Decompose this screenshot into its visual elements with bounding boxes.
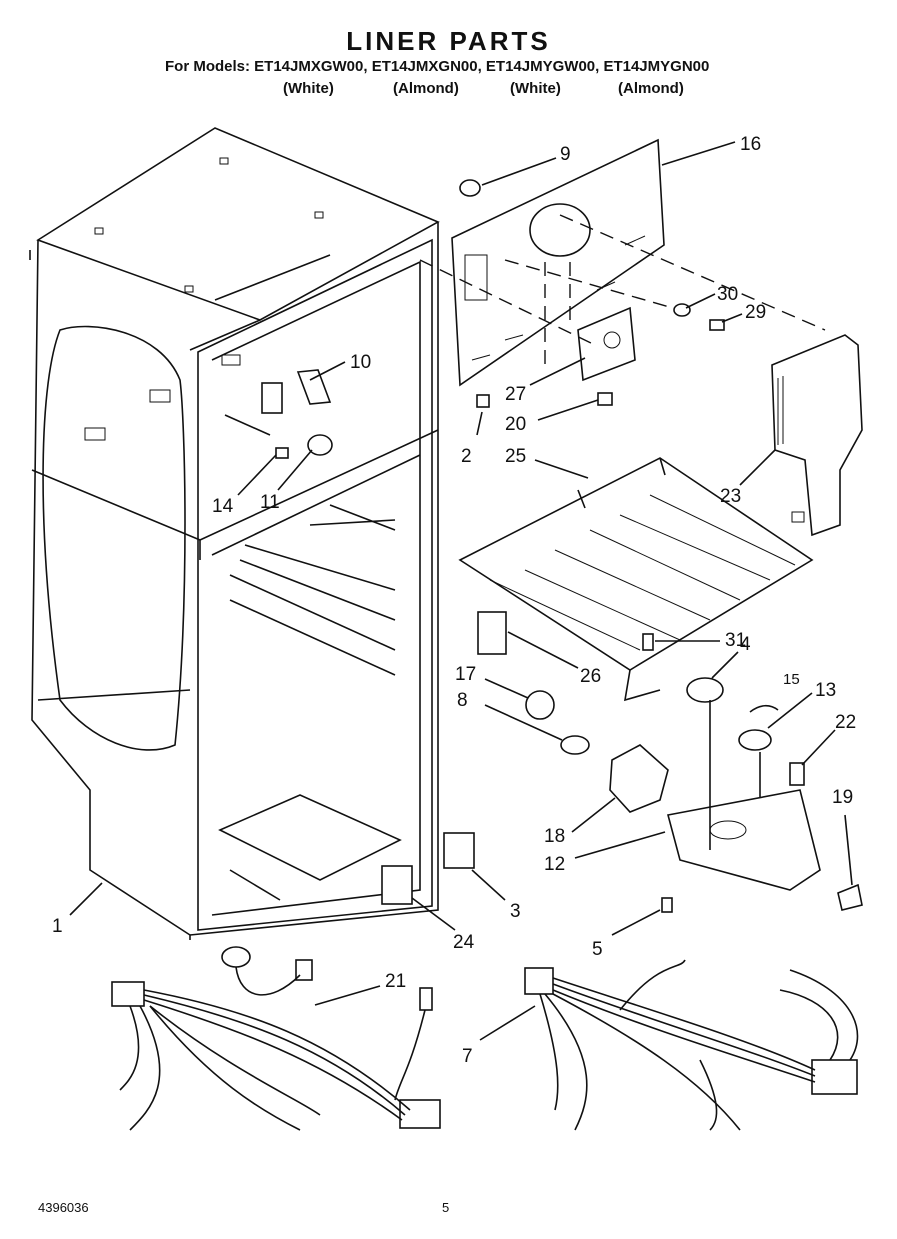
callout-31: 31 (725, 630, 746, 651)
finish-label-2: (Almond) (393, 80, 459, 97)
wire-harness-drawing (111, 946, 859, 1131)
callout-18: 18 (544, 826, 565, 847)
air-duct-drawing (771, 334, 863, 537)
callout-29: 29 (745, 302, 766, 323)
callout-25: 25 (505, 446, 526, 467)
page-number: 5 (442, 1200, 450, 1215)
callout-30: 30 (717, 284, 738, 305)
liner-cabinet-drawing (29, 127, 440, 940)
callout-4: 4 (740, 634, 751, 655)
callout-24: 24 (453, 932, 475, 953)
callout-5: 5 (592, 939, 603, 960)
callout-26: 26 (580, 666, 601, 687)
callout-13: 13 (815, 680, 836, 701)
finish-label-4: (Almond) (618, 80, 684, 97)
models-line: For Models: ET14JMXGW00, ET14JMXGN00, ET… (165, 58, 710, 75)
callout-23: 23 (720, 486, 741, 507)
page-title: LINER PARTS (346, 26, 551, 56)
callout-17: 17 (455, 664, 476, 685)
finish-label-1: (White) (283, 80, 334, 97)
callout-3: 3 (510, 901, 521, 922)
shelf-grate-drawing (458, 457, 814, 702)
small-components-drawing (224, 369, 863, 913)
callout-22: 22 (835, 712, 856, 733)
callout-7: 7 (462, 1046, 473, 1067)
callout-14: 14 (212, 496, 234, 517)
callout-20: 20 (505, 414, 526, 435)
callout-11: 11 (260, 492, 280, 513)
callout-numbers: 9 16 10 30 29 27 20 2 14 11 25 23 31 4 2… (52, 134, 856, 1067)
callout-27: 27 (505, 384, 526, 405)
rear-fasteners-drawing (459, 179, 725, 408)
rear-panel-drawing (419, 138, 826, 387)
callout-8: 8 (457, 690, 468, 711)
callout-1: 1 (52, 916, 63, 937)
document-number: 4396036 (38, 1200, 89, 1215)
callout-12: 12 (544, 854, 565, 875)
callout-2: 2 (461, 446, 472, 467)
callout-16: 16 (740, 134, 761, 155)
callout-19: 19 (832, 787, 853, 808)
callout-9: 9 (560, 144, 571, 165)
leader-lines (69, 141, 853, 1041)
callout-21: 21 (385, 971, 406, 992)
callout-10: 10 (350, 352, 371, 373)
finish-label-3: (White) (510, 80, 561, 97)
callout-15: 15 (783, 671, 800, 688)
